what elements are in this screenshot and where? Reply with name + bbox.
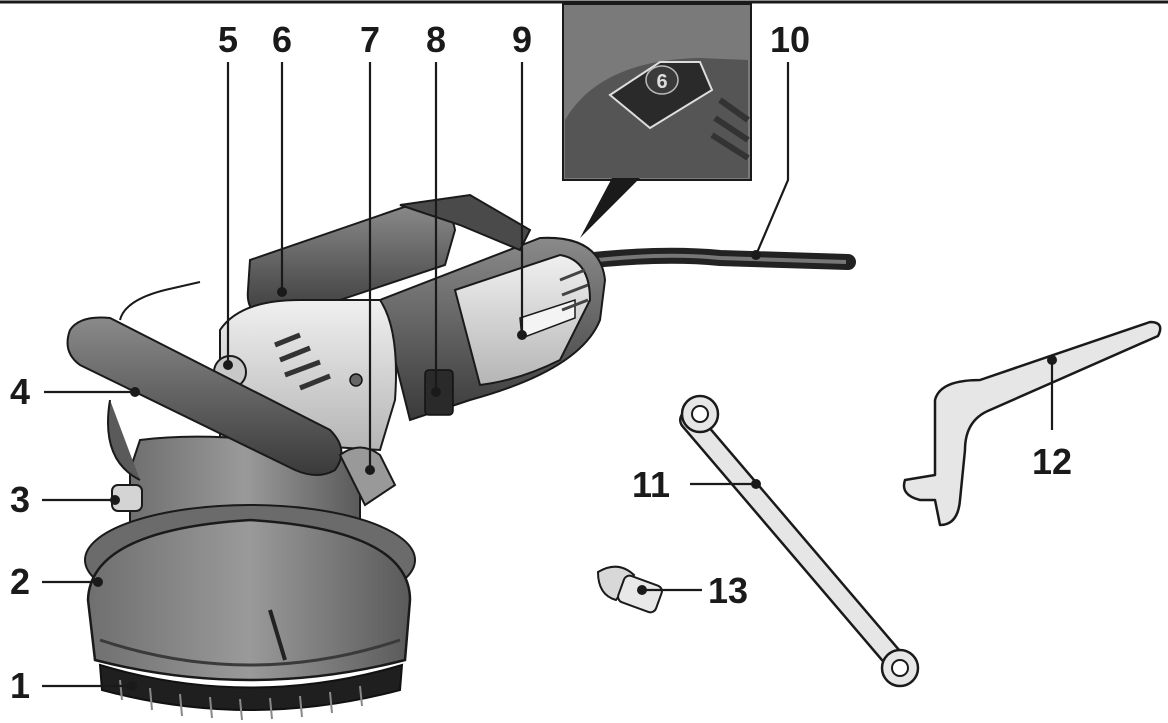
- side-handle: [66, 281, 343, 481]
- leader-dots: [93, 250, 1057, 691]
- pin-spanner: [902, 320, 1162, 527]
- label-1: 1: [10, 665, 30, 706]
- label-9: 9: [512, 19, 532, 60]
- flange-bolt: [596, 565, 663, 614]
- label-4: 4: [10, 371, 30, 412]
- speed-digit: 6: [656, 71, 667, 93]
- leader-lines: [42, 62, 1054, 688]
- rear-handle: [246, 193, 532, 322]
- label-7: 7: [360, 19, 380, 60]
- label-5: 5: [218, 19, 238, 60]
- speed-switch-inset: 6: [562, 3, 752, 238]
- label-6: 6: [272, 19, 292, 60]
- label-12: 12: [1032, 441, 1072, 482]
- label-8: 8: [426, 19, 446, 60]
- ring-spanner: [679, 394, 920, 688]
- label-2: 2: [10, 561, 30, 602]
- wire-brush: [98, 663, 404, 721]
- lock-lever: [338, 446, 397, 507]
- label-11: 11: [632, 464, 670, 505]
- label-10: 10: [770, 19, 810, 60]
- label-13: 13: [708, 570, 748, 611]
- label-3: 3: [10, 479, 30, 520]
